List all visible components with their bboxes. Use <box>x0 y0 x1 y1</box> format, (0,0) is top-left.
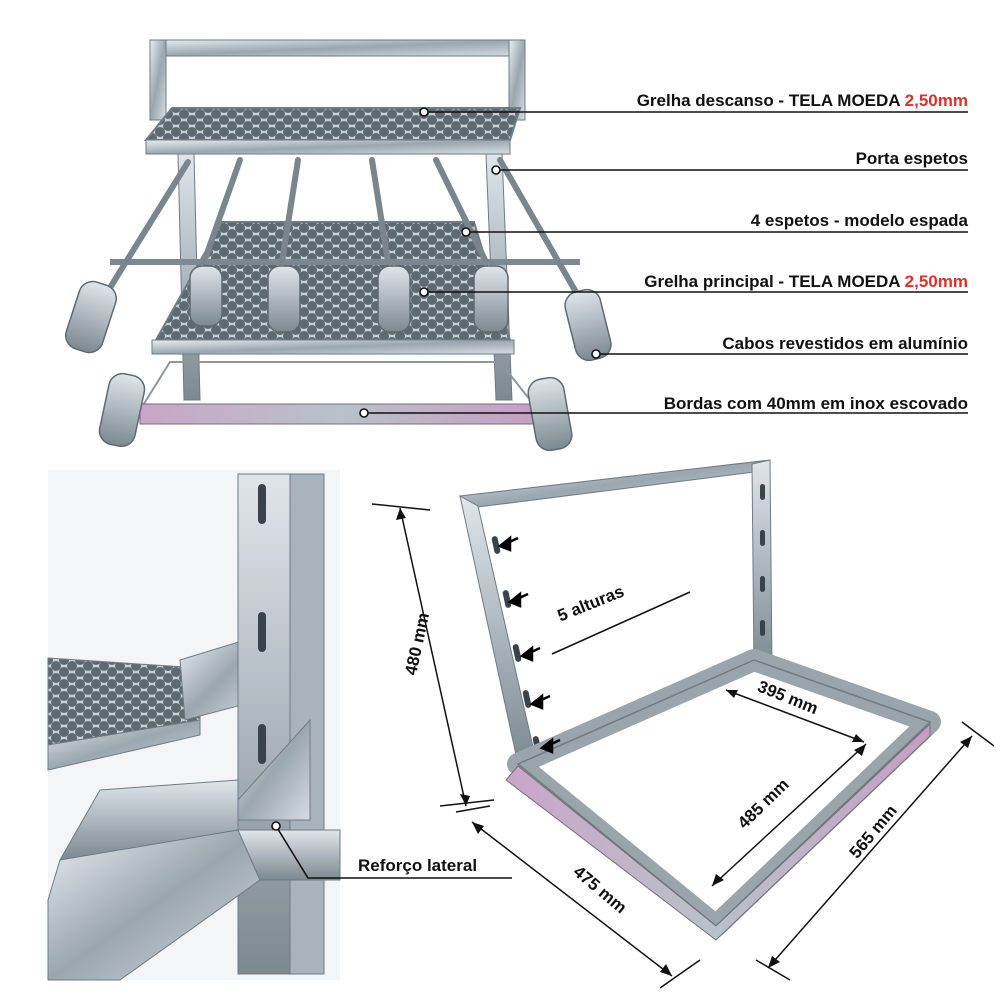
frame-drawing <box>371 459 995 989</box>
reinforcement-leader <box>271 821 512 879</box>
reinforcement-label: Reforço lateral <box>358 856 478 875</box>
reinforcement-detail <box>47 470 341 981</box>
callout-rest-grate: Grelha descanso - TELA MOEDA 2,50mm <box>636 91 968 110</box>
grill-assembly <box>65 39 612 452</box>
callout-skewer-holder: Porta espetos <box>855 149 968 168</box>
callout-main-grate: Grelha principal - TELA MOEDA 2,50mm <box>644 272 968 291</box>
callout-leaders <box>359 107 968 418</box>
callout-edges: Bordas com 40mm em inox escovado <box>663 394 968 413</box>
callout-skewers: 4 espetos - modelo espada <box>750 211 968 230</box>
callout-handles: Cabos revestidos em alumínio <box>722 334 968 353</box>
